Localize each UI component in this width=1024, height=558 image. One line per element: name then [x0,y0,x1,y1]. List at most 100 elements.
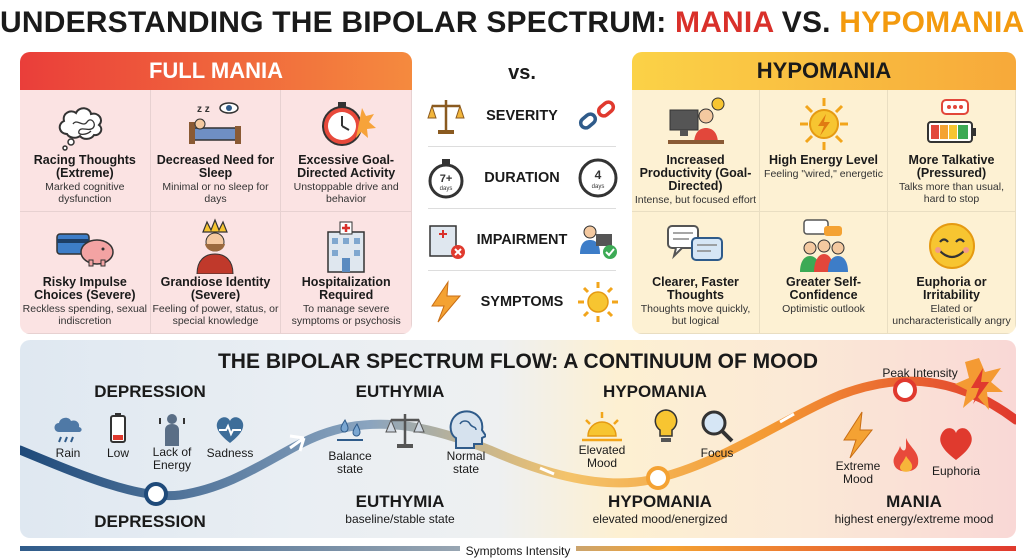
heart-pulse-icon [216,417,244,443]
balance-scale-icon [385,414,425,448]
cell-desc: Intense, but focused effort [634,194,757,206]
sleepless-bed-icon: z z [189,102,242,144]
cell-title: Increased Productivity (Goal-Directed) [639,153,752,193]
rain-item: Rain [48,412,88,460]
elevated-mood-item: Elevated Mood [570,410,634,470]
hospital-x-icon [429,225,465,259]
fire-item [886,436,926,476]
cell-title: Greater Self-Confidence [785,275,862,302]
balance-state-item: Balance state [320,410,380,476]
cell-title: Grandiose Identity (Severe) [160,275,271,302]
severity-label: SEVERITY [486,108,558,124]
working-person-check-icon [579,225,617,259]
explosion-bolt-icon [955,358,1003,410]
tangled-thoughts-icon [58,107,103,151]
high-energy-card: High Energy Level Feeling "wired," energ… [760,90,888,212]
hospital-icon [327,221,365,273]
lack-of-energy-label: Lack of Energy [152,445,192,472]
head-brain-icon [449,410,486,449]
lightning-bolt-icon [843,411,874,459]
battery-chat-icon [926,99,976,143]
extreme-mood-label: Extreme Mood [835,459,881,486]
depression-marker [144,482,168,506]
risky-choices-card: Risky Impulse Choices (Severe) Reckless … [20,212,151,334]
duration-mania-unit: days [440,186,453,192]
hypomania-panel: HYPOMANIA Increased Productivity (Goal-D… [632,52,1016,334]
extreme-mood-item: Extreme Mood [826,410,890,486]
explosion-item [954,358,1004,414]
mood-curve [20,376,1016,506]
goal-activity-card: Excessive Goal-Directed Activity Unstopp… [281,90,412,212]
fire-icon [893,438,919,472]
exploding-clock-icon [322,102,377,146]
euphoria-item: Euphoria [926,424,986,478]
focus-item: Focus [692,406,742,460]
low-battery-icon [110,413,126,443]
king-icon [196,218,234,274]
balance-scale-item [380,410,430,450]
sunrise-icon [582,412,622,442]
cell-desc: To manage severe symptoms or psychosis [291,303,401,327]
euphoria-irritability-card: Euphoria or Irritability Elated or uncha… [888,212,1016,334]
speech-bubbles-icon [666,225,723,261]
hypomania-marker [646,466,670,490]
title-mania: MANIA [675,6,774,39]
cell-desc: Talks more than usual, hard to stop [898,181,1005,205]
vs-label: vs. [508,62,536,84]
peak-intensity-label: Peak Intensity [882,366,958,380]
water-drops-icon [337,419,363,441]
grandiose-identity-card: Grandiose Identity (Severe) Feeling of p… [150,212,282,334]
euthymia-heading: EUTHYMIA [355,382,445,401]
magnifier-icon [701,410,734,443]
cell-desc: Minimal or no sleep for days [162,181,269,205]
broken-chain-icon [578,100,616,130]
page-title: UNDERSTANDING THE BIPOLAR SPECTRUM: MANI… [0,6,1024,40]
sun-icon [578,282,618,322]
euthymia-footer-label: EUTHYMIA [355,492,445,511]
cell-title: Decreased Need for Sleep [156,153,275,180]
cell-title: Euphoria or Irritability [916,275,987,302]
hospitalization-card: Hospitalization Required To manage sever… [281,212,412,334]
stopwatch-7-days-icon: 7+days [428,159,464,199]
cell-desc: Feeling "wired," energetic [764,168,883,180]
cell-desc: Feeling of power, status, or special kno… [152,303,279,327]
impairment-row: IMPAIRMENT [424,212,620,268]
duration-hypo-value: 4 [595,168,602,182]
peak-marker [893,378,917,402]
axis-label: Symptoms Intensity [459,544,577,558]
racing-thoughts-card: Racing Thoughts (Extreme) Marked cogniti… [20,90,151,212]
flow-title: THE BIPOLAR SPECTRUM FLOW: A CONTINUUM O… [217,350,819,373]
full-mania-panel: FULL MANIA Racing Thoughts (Extreme) Mar… [20,52,412,334]
depression-heading: DEPRESSION [94,382,206,401]
balance-state-label: Balance state [328,449,372,476]
smiley-icon [928,223,975,269]
elevated-mood-label: Elevated Mood [578,443,626,470]
cell-title: Clearer, Faster Thoughts [652,275,739,302]
scale-icon [427,100,465,134]
self-confidence-card: Greater Self-Confidence Optimistic outlo… [760,212,888,334]
heart-icon [940,428,972,460]
normal-state-label: Normal state [446,449,486,476]
hypomania-footer-sub: elevated mood/energized [592,512,728,526]
cell-desc: Reckless spending, sexual indiscretion [22,303,147,327]
tired-person-icon [159,414,185,446]
svg-text:z z: z z [197,104,210,115]
group-icon [799,219,848,272]
hypomania-flow-heading: HYPOMANIA [603,382,707,401]
lack-of-energy-item: Lack of Energy [142,412,202,472]
rain-cloud-icon [54,417,82,443]
cell-title: Risky Impulse Choices (Severe) [34,275,136,302]
productivity-card: Increased Productivity (Goal-Directed) I… [632,90,760,212]
symptoms-intensity-axis: Symptoms Intensity [20,540,1016,558]
cell-desc: Optimistic outlook [782,303,865,315]
depression-footer-label: DEPRESSION [94,512,206,531]
lightbulb-icon [654,409,678,442]
hypomania-header: HYPOMANIA [632,52,1016,90]
sadness-item: Sadness [202,412,258,460]
idea-item [644,406,688,446]
